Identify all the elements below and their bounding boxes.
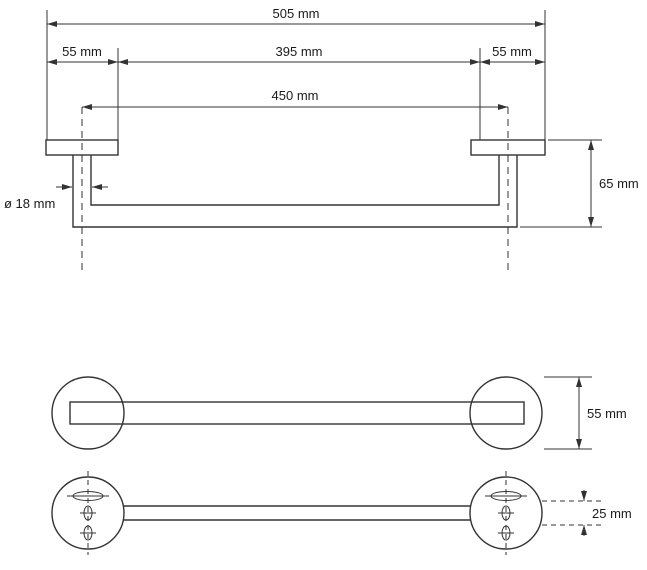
dim-label-height: 65 mm [599,176,639,191]
dim-height: 65 mm [520,139,639,228]
extension-lines [46,10,546,140]
right-screw-bottom [501,525,511,541]
left-screw-bottom [83,525,93,541]
dim-label-total-width: 505 mm [273,6,320,21]
dim-mounting-span: 450 mm [82,88,508,110]
left-rosette [51,376,125,450]
left-wall-plate [45,139,119,156]
dim-split-row: 55 mm 395 mm 55 mm [47,44,545,65]
dim-label-rosette: 55 mm [587,406,627,421]
left-mount-details [67,471,109,555]
top-view: 25 mm [51,471,632,555]
front-view: 55 mm [51,376,627,450]
tube-outline [72,155,518,228]
dim-label-left-inset: 55 mm [62,44,102,59]
dim-depth: 25 mm [542,490,632,536]
right-mount-top [469,476,543,550]
right-rosette [469,376,543,450]
bar-front [69,401,525,425]
height-extension-lines [520,139,602,228]
left-mount-top [51,476,125,550]
dim-label-mounting-span: 450 mm [272,88,319,103]
dim-label-inner-span: 395 mm [276,44,323,59]
post-centerlines [81,107,509,272]
left-screw-cross-lines [67,495,109,534]
right-screw-cross-lines [485,495,527,534]
depth-extension-lines [542,500,602,526]
dim-label-depth: 25 mm [592,506,632,521]
bar-top [124,505,470,521]
towel-bar-side-profile [45,139,546,228]
dim-label-right-inset: 55 mm [492,44,532,59]
rosette-extension-lines [544,376,592,450]
dim-total-width: 505 mm [47,6,545,27]
left-screw-middle [83,505,93,521]
dim-tube-diameter: ø 18 mm [4,184,108,211]
dim-label-tube-diameter: ø 18 mm [4,196,55,211]
side-view: 505 mm 55 mm 395 mm 55 mm 450 mm [4,6,639,272]
dim-rosette-diameter: 55 mm [544,376,627,450]
right-mount-details [485,471,527,555]
right-wall-plate [470,139,546,156]
right-screw-middle [501,505,511,521]
